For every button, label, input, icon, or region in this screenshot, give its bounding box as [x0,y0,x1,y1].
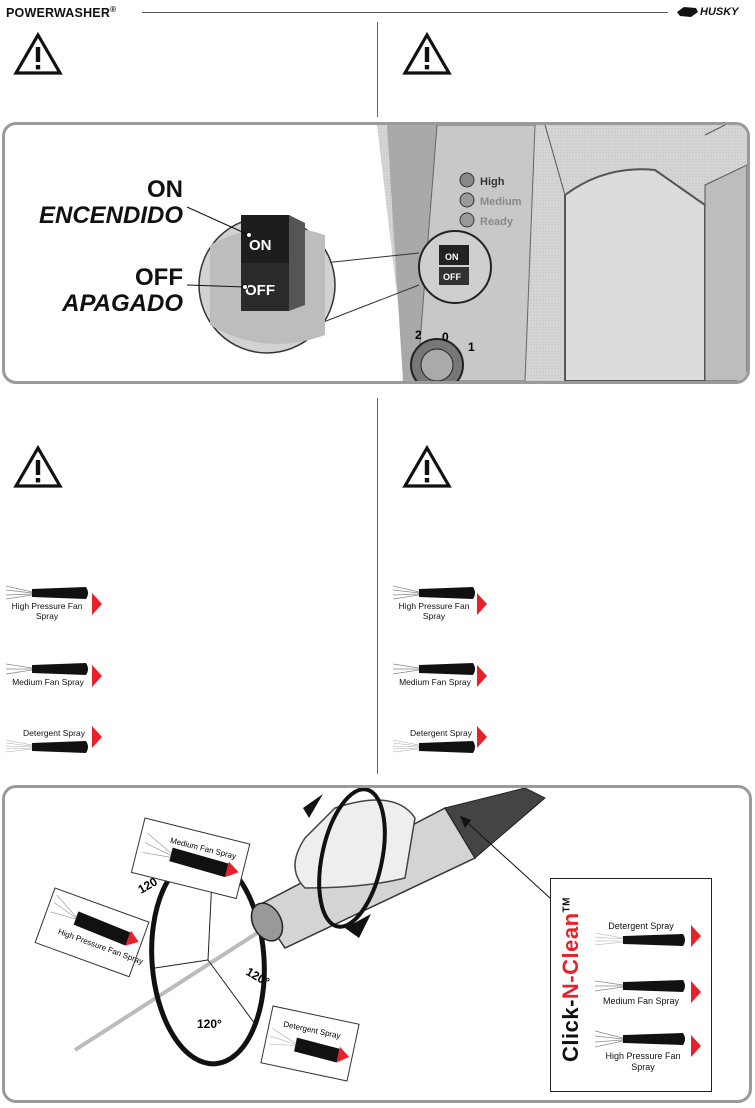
rotation-panel: 120° 120° 120° Medium Fan Spray High Pre… [2,785,752,1103]
fan-spray-nozzle-icon [6,663,88,675]
spray-item-medium: Medium Fan Spray [393,660,493,690]
card-detergent: Detergent Spray [260,1005,360,1082]
legend-item-high: High Pressure Fan Spray [595,1029,707,1077]
red-arrow-icon [691,981,701,1003]
fan-spray-nozzle-icon [6,585,88,600]
switch-panel: High Medium Ready ON OFF 2 0 1 ON OFF ON… [2,122,750,384]
warning-icon [402,445,452,488]
svg-text:1: 1 [468,340,475,354]
red-arrow-icon [477,665,487,687]
red-arrow-icon [92,593,102,615]
red-arrow-icon [477,593,487,615]
card-medium: Medium Fan Spray [130,817,251,900]
off-label-es: APAGADO [62,290,183,317]
wand-rotation-illustration: 120° 120° 120° Medium Fan Spray High Pre… [34,788,551,1082]
fan-spray-nozzle-icon [393,663,475,675]
detergent-nozzle-icon [595,932,685,946]
svg-text:2: 2 [415,328,422,342]
angle-label-right: 120° [244,964,273,989]
red-arrow-icon [477,726,487,748]
angle-label-bottom: 120° [197,1017,222,1031]
column-divider [377,398,378,774]
svg-text:ON: ON [445,252,459,262]
card-high: High Pressure Fan Spray [34,887,150,978]
detergent-nozzle-icon [393,739,475,753]
svg-text:OFF: OFF [443,272,461,282]
fan-spray-nozzle-icon [393,585,475,600]
on-label: ON [147,176,183,203]
rocker-on-text: ON [249,237,272,254]
click-n-clean-title: Click-N-CleanTM [558,896,583,1062]
red-arrow-icon [92,665,102,687]
fan-spray-nozzle-icon [595,980,685,992]
spray-item-high: High Pressure Fan Spray [6,584,106,624]
on-label-es: ENCENDIDO [38,202,183,229]
header-rule [142,12,668,13]
indicator-medium: Medium [480,196,522,208]
spray-item-detergent: Detergent Spray [6,726,106,758]
detergent-nozzle-icon [6,739,88,753]
spray-item-detergent: Detergent Spray [393,726,493,758]
svg-text:0: 0 [442,330,449,344]
warning-icon [13,32,63,75]
machine-illustration: High Medium Ready ON OFF 2 0 1 ON OFF [186,125,747,381]
column-divider [377,22,378,117]
warning-icon [13,445,63,488]
off-label: OFF [135,264,183,291]
red-arrow-icon [691,1035,701,1057]
indicator-high: High [480,176,505,188]
spray-item-high: High Pressure Fan Spray [393,584,493,624]
fan-spray-nozzle-icon [595,1030,685,1048]
brand-title: POWERWASHER® [6,5,117,21]
legend-item-detergent: Detergent Spray [595,921,707,949]
legend-item-medium: Medium Fan Spray [595,977,707,1009]
red-arrow-icon [92,726,102,748]
husky-logo: HUSKY [676,4,739,20]
warning-icon [402,32,452,75]
click-n-clean-legend: Click-N-CleanTM Detergent Spray Medium F… [550,878,712,1092]
red-arrow-icon [691,925,701,947]
indicator-ready: Ready [480,216,514,228]
rocker-off-text: OFF [245,282,275,299]
husky-dog-icon [677,7,698,17]
spray-item-medium: Medium Fan Spray [6,660,106,690]
